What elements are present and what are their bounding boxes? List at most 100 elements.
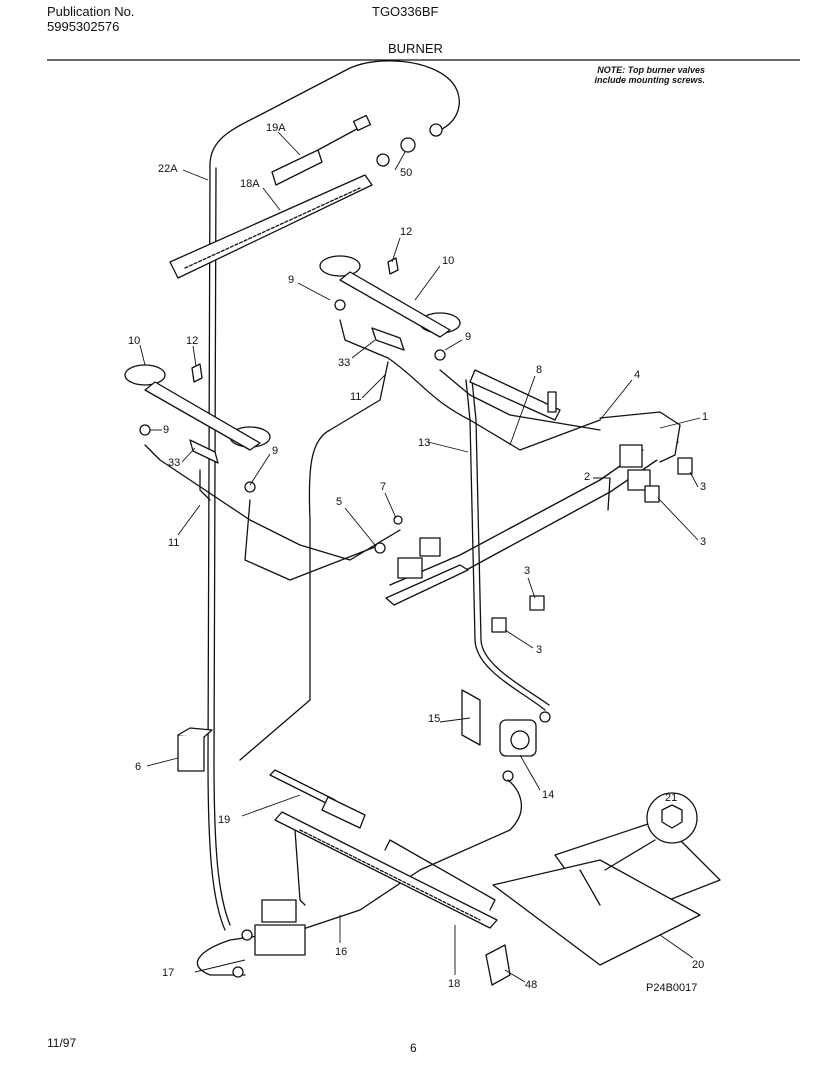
leader-21	[604, 839, 656, 871]
bracket-33-rear	[371, 327, 405, 351]
publication-label: Publication No.	[47, 4, 135, 19]
callout-13: 13	[418, 437, 430, 449]
orifice-50-a	[376, 153, 390, 167]
valve-fitting-17-b	[232, 966, 244, 978]
callout-9-rear-b: 9	[465, 331, 471, 343]
nut-21	[661, 804, 683, 829]
baffle-20	[492, 859, 701, 966]
callout-11-rear: 11	[350, 391, 361, 403]
bracket-8	[469, 369, 561, 421]
note-text: NOTE: Top burner valves include mounting…	[560, 65, 705, 85]
valve-right-front	[627, 469, 651, 491]
component-6-top	[177, 727, 213, 738]
callout-3-d: 3	[536, 644, 542, 656]
knob-stem-3c	[529, 595, 545, 611]
model-number: TGO336BF	[372, 4, 439, 19]
callout-18a: 18A	[240, 178, 260, 190]
igniter-19a	[271, 149, 323, 186]
callout-22a: 22A	[158, 163, 178, 175]
callout-7: 7	[380, 481, 386, 493]
valve-front-right	[419, 537, 441, 557]
igniter-19a-plug	[352, 114, 372, 132]
orifice-50-b	[400, 137, 416, 153]
bracket-8-post	[547, 391, 557, 413]
tube-front-left	[144, 444, 401, 561]
tube-22a-vertical	[207, 164, 226, 931]
callout-9-front-b: 9	[272, 445, 278, 457]
note-line-2: include mounting screws.	[594, 75, 705, 85]
spring-9-b	[434, 349, 446, 361]
burner-head-front-left	[124, 364, 166, 386]
callout-48: 48	[525, 979, 537, 991]
bracket-48	[485, 944, 511, 986]
spring-9-c	[139, 424, 151, 436]
component-6	[177, 734, 205, 772]
fitting-5	[374, 542, 386, 554]
burner-head-rear-left	[319, 255, 361, 277]
callout-3-a: 3	[700, 481, 706, 493]
baffle-20-crease	[579, 869, 601, 906]
valve-front-left	[397, 557, 423, 579]
burner-18-shield	[384, 839, 496, 911]
callout-3-c: 3	[524, 565, 530, 577]
knob-stem-3b	[644, 485, 660, 503]
callout-50: 50	[400, 167, 412, 179]
callout-19: 19	[218, 814, 230, 826]
footer-page-number: 6	[410, 1041, 417, 1055]
callout-3-b: 3	[700, 536, 706, 548]
tube-22a	[209, 60, 460, 166]
callout-8: 8	[536, 364, 542, 376]
note-line-1: NOTE: Top burner valves	[597, 65, 705, 75]
callout-2: 2	[584, 471, 590, 483]
callout-9-front-a: 9	[163, 424, 169, 436]
tube-17-loop	[196, 929, 301, 976]
regulator-fitting	[539, 711, 551, 723]
orifice-50-c	[429, 123, 443, 137]
callout-5: 5	[336, 496, 342, 508]
callout-18: 18	[448, 978, 460, 990]
igniter-19	[321, 796, 366, 829]
knob-stem-3d	[491, 617, 507, 633]
oven-valve-17	[254, 924, 306, 956]
burner-18a-ports	[184, 187, 361, 269]
oven-valve-17-top	[261, 899, 297, 923]
burner-18-tube	[294, 829, 306, 906]
tube-13	[465, 379, 546, 711]
drawing-code: P24B0017	[646, 982, 697, 994]
callout-19a: 19A	[266, 122, 286, 134]
callout-10-front: 10	[128, 335, 140, 347]
tube-rear-right	[439, 369, 601, 431]
callout-20: 20	[692, 959, 704, 971]
spring-9-d	[244, 481, 256, 493]
bracket-15	[461, 689, 481, 746]
regulator-outlet	[502, 770, 514, 782]
bracket-33-front	[189, 439, 219, 464]
manifold-1	[599, 411, 681, 463]
bracket-12-front	[191, 363, 203, 383]
callout-12-front: 12	[186, 335, 198, 347]
burner-18-ports	[299, 829, 481, 921]
callout-21: 21	[665, 792, 677, 804]
burner-bracket-rear	[339, 271, 451, 338]
callout-6: 6	[135, 761, 141, 773]
tube-11	[239, 361, 389, 761]
callout-33-rear: 33	[338, 357, 350, 369]
spring-9-a	[334, 299, 346, 311]
publication-number: 5995302576	[47, 19, 120, 34]
valve-right-rear	[619, 444, 643, 468]
callout-4: 4	[634, 369, 640, 381]
knob-stem-3a	[677, 457, 693, 475]
callout-15: 15	[428, 713, 440, 725]
callout-14: 14	[542, 789, 554, 801]
callout-17: 17	[162, 967, 174, 979]
tube-16	[299, 779, 522, 931]
tube-front-right	[244, 499, 381, 581]
regulator-14-dial	[510, 730, 530, 750]
tube-22a-vertical-inner	[213, 167, 231, 926]
burner-18a	[169, 174, 373, 279]
tube-13-inner	[471, 379, 550, 706]
callout-16: 16	[335, 946, 347, 958]
callout-1: 1	[702, 411, 708, 423]
footer-date: 11/97	[47, 1036, 77, 1050]
